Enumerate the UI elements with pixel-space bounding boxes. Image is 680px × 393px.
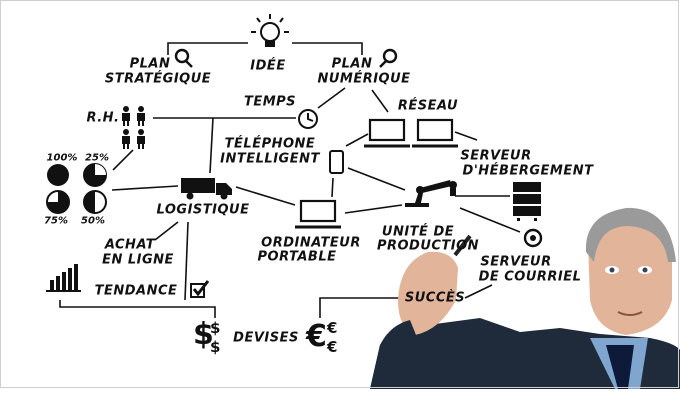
email-at-icon [523,228,543,248]
label-plan-numerique-line2: NUMÉRIQUE [317,71,411,87]
svg-text:$: $ [193,317,214,352]
pie-label-50: 50% [81,215,105,227]
label-reseau: RÉSEAU [397,98,459,114]
robot-arm-icon [405,180,457,207]
label-idee: IDÉE [250,58,286,74]
svg-text:€: € [326,319,337,337]
connector-lines [59,42,521,318]
label-ordinateur-line2: PORTABLE [257,249,337,265]
label-logistique: LOGISTIQUE [156,202,250,218]
label-ordinateur-line1: ORDINATEUR [261,235,361,251]
label-devises: DEVISES [233,330,299,346]
pie-label-100: 100% [46,152,78,164]
label-achat-line2: EN LIGNE [102,252,174,268]
label-serveur-courriel-line2: DE COURRIEL [478,269,582,285]
label-tendance: TENDANCE [94,283,178,299]
businessman-photo [370,207,680,389]
checkbox-icon [190,280,210,298]
svg-text:$: $ [210,338,220,356]
dollar-icon: $ $ $ [193,317,220,356]
label-plan-strategique-line1: PLAN [129,56,171,72]
pie-label-75: 75% [44,215,68,227]
label-telephone-line1: TÉLÉPHONE [224,136,316,152]
laptop-icon [412,118,458,148]
label-serveur-hebergement-line1: SERVEUR [460,148,532,164]
label-plan-strategique-line2: STRATÉGIQUE [104,71,212,87]
label-achat-line1: ACHAT [104,237,156,253]
pie-chart-icon [46,163,107,214]
svg-text:$: $ [210,319,220,337]
label-serveur-courriel-line1: SERVEUR [480,254,552,270]
label-temps: TEMPS [243,94,297,110]
magnifier-icon [174,48,193,68]
euro-icon: € € € [305,319,337,356]
label-unite-line1: UNITÉ DE [381,224,455,240]
laptop-icon [295,199,341,229]
label-succes: SUCCÈS [404,290,466,306]
server-icon [513,182,541,221]
magnifier-icon [379,48,398,68]
label-plan-numerique-line1: PLAN [331,56,373,72]
laptop-icon [364,118,410,148]
people-icon [122,106,145,149]
smartphone-icon [329,150,344,174]
label-serveur-hebergement-line2: D'HÉBERGEMENT [462,163,594,179]
clock-icon [298,109,318,129]
label-telephone-line2: INTELLIGENT [220,151,320,167]
lightbulb-icon [251,14,289,47]
svg-text:€: € [326,338,337,356]
pie-label-25: 25% [85,152,109,164]
truck-icon [181,178,232,200]
label-rh: R.H. [86,110,120,126]
svg-text:€: € [305,319,327,354]
label-unite-line2: PRODUCTION [376,238,480,254]
bar-chart-icon [46,264,81,292]
